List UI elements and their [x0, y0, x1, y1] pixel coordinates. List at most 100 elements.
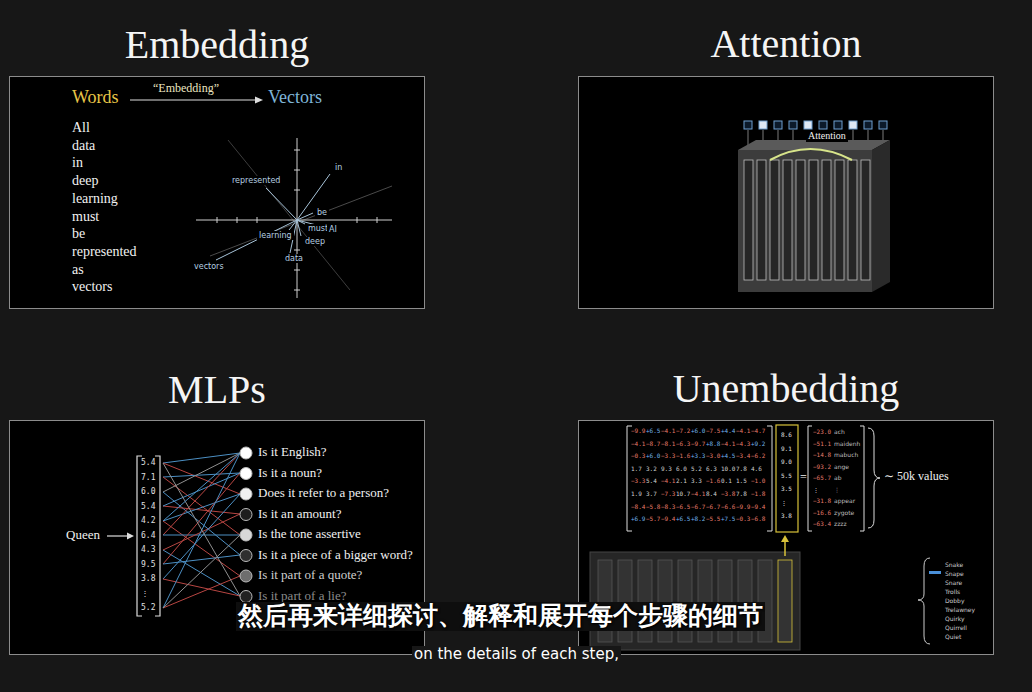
sentence-word: in [72, 155, 83, 171]
logit-value: −14.8 [813, 452, 831, 459]
matrix-cell: −3.0 [706, 453, 720, 460]
panel-title: Attention [578, 12, 994, 76]
matrix-cell: +9.2 [751, 441, 765, 448]
matrix-cell: 0.1 [721, 478, 732, 485]
matrix-cell: −8.7 [646, 441, 660, 448]
panel-ground [9, 76, 424, 309]
vector-value: ⋮ [141, 589, 149, 598]
output-word: Quirrell [945, 625, 967, 632]
matrix-cell: +8.2 [691, 516, 705, 523]
matrix-cell: −8.1 [661, 441, 675, 448]
vector-cell: 3.5 [781, 486, 792, 493]
matrix-cell: −1.6 [676, 453, 690, 460]
matrix-cell: −4.1 [721, 441, 735, 448]
matrix-cell: 1.5 [736, 478, 747, 485]
equals-sign: = [800, 471, 807, 485]
vector-label: data [283, 254, 305, 263]
matrix-cell: −6.7 [691, 504, 705, 511]
output-word: Snake [945, 562, 963, 569]
vector-cell: 9.0 [781, 459, 792, 466]
matrix-cell: 8.4 [706, 491, 717, 498]
feature-question: Is it English? [258, 445, 327, 460]
vocab-token: mabuch [834, 452, 858, 459]
feature-question: Is the tone assertive [258, 527, 361, 542]
matrix-cell: −4.1 [661, 478, 675, 485]
matrix-cell: −8.3 [661, 504, 675, 511]
matrix-cell: −0.3 [631, 453, 645, 460]
vector-value: 5.4 [141, 458, 155, 467]
mlp-network [107, 447, 252, 616]
sentence-word: must [72, 209, 99, 225]
vocab-token: ⋮ [834, 487, 840, 494]
arrow-label: “Embedding” [153, 82, 219, 96]
stage-panel: Attention [578, 12, 994, 309]
matrix-cell: +6.5 [646, 428, 660, 435]
vector-value: 7.1 [141, 473, 155, 482]
matrix-cell: −3.4 [736, 453, 750, 460]
vector-value: 6.0 [141, 487, 155, 496]
matrix-cell: +7.5 [721, 516, 735, 523]
matrix-cell: −7.2 [676, 428, 690, 435]
matrix-cell: −1.8 [751, 491, 765, 498]
matrix-cell: −7.5 [706, 428, 720, 435]
matrix-cell: +6.0 [691, 428, 705, 435]
vector-plot [196, 138, 392, 298]
matrix-cell: 1.7 [631, 466, 642, 473]
matrix-cell: 6.0 [676, 466, 687, 473]
matrix-cell: −6.6 [721, 504, 735, 511]
matrix-cell: 3.2 [646, 466, 657, 473]
matrix-cell: 7.8 [736, 491, 747, 498]
output-word: Snare [945, 580, 962, 587]
matrix-cell: 10.0 [721, 466, 735, 473]
vector-value: 4.3 [141, 545, 155, 554]
matrix-cell: +6.0 [646, 453, 660, 460]
matrix-cell: +8.8 [706, 441, 720, 448]
vector-cell: ⋮ [781, 500, 787, 507]
vector-value: 3.8 [141, 574, 155, 583]
matrix-cell: +3.3 [691, 453, 705, 460]
sentence-word: be [72, 226, 85, 242]
matrix-cell: 5.2 [691, 466, 702, 473]
vectors-heading: Vectors [268, 87, 322, 108]
panel-title: Embedding [9, 14, 425, 76]
matrix-cell: +4.5 [721, 453, 735, 460]
matrix-cell: −4.1 [631, 441, 645, 448]
output-word: Trolls [945, 589, 960, 596]
sentence-word: deep [72, 173, 98, 189]
matrix-cell: 4.6 [751, 466, 762, 473]
matrix-cell: −3.3 [661, 453, 675, 460]
logit-value: −23.0 [813, 429, 831, 436]
vector-label: be [315, 208, 329, 217]
vector-cell: 8.6 [781, 432, 792, 439]
words-heading: Words [72, 87, 119, 108]
vector-label: learning [257, 231, 294, 240]
vocab-token: zzzz [834, 521, 847, 528]
matrix-cell: 10.7 [676, 491, 690, 498]
output-word: Snape [945, 571, 964, 578]
matrix-cell: −5.5 [706, 516, 720, 523]
matrix-cell: −6.5 [676, 504, 690, 511]
matrix-cell: −4.3 [736, 441, 750, 448]
vector-label: vectors [192, 262, 226, 271]
vocab-token: ange [834, 464, 849, 471]
matrix-cell: 3.3 [691, 478, 702, 485]
vector-label: deep [303, 237, 327, 246]
attention-label: Attention [806, 130, 848, 142]
sentence-word: data [72, 138, 95, 154]
matrix-cell: −6.3 [676, 441, 690, 448]
matrix-cell: 6.3 [706, 466, 717, 473]
feature-question: Is it an amount? [258, 507, 341, 522]
vocab-token: ab [834, 475, 842, 482]
vector-value: 4.2 [141, 516, 155, 525]
matrix-cell: −9.9 [631, 428, 645, 435]
vocab-token: ach [834, 429, 845, 436]
vocab-token: zygote [834, 510, 854, 517]
output-word: Quiet [945, 634, 961, 641]
logit-value: −65.7 [813, 475, 831, 482]
matrix-cell: +6.9 [631, 516, 645, 523]
feature-question: Does it refer to a person? [258, 486, 389, 501]
vector-cell: 5.5 [781, 473, 792, 480]
matrix-cell: −0.3 [736, 516, 750, 523]
matrix-cell: −7.3 [661, 491, 675, 498]
matrix-cell: −9.9 [736, 504, 750, 511]
